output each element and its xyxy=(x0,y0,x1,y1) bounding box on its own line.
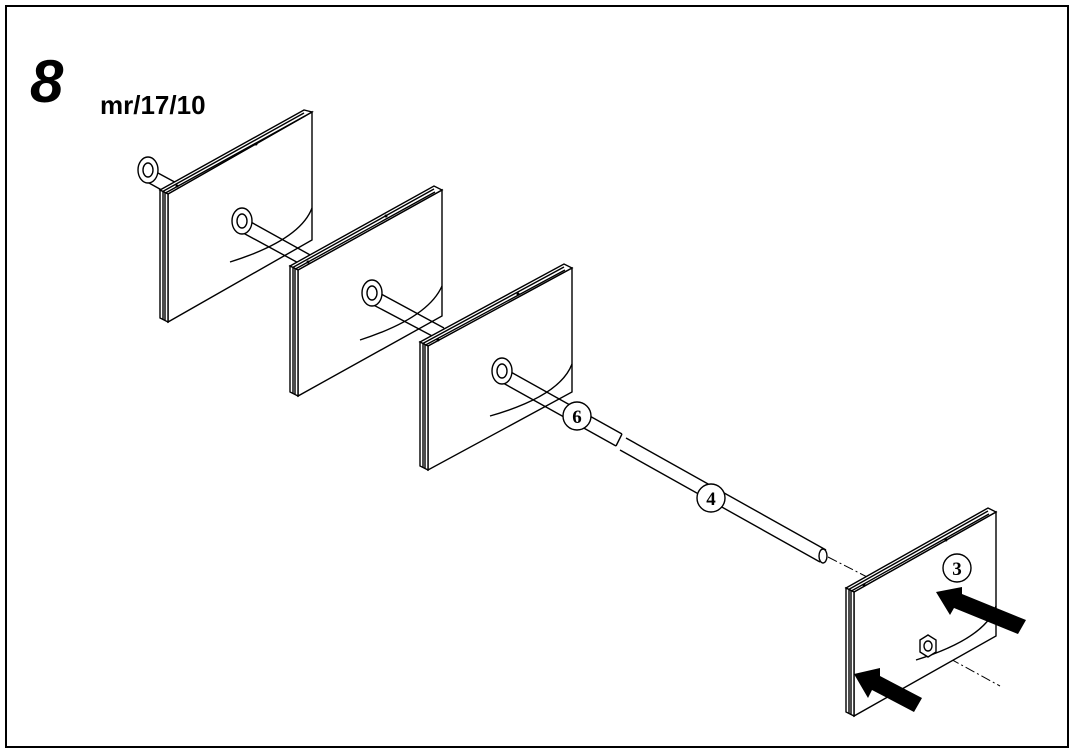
shaft-segment-1 xyxy=(231,207,313,267)
callout-3: 3 xyxy=(942,553,972,583)
callout-4: 4 xyxy=(696,483,726,513)
push-arrow-upper xyxy=(936,587,1026,634)
main-shaft xyxy=(491,357,828,564)
callout-6: 6 xyxy=(562,401,592,431)
step-number: 8 xyxy=(30,48,64,115)
callout-4-label: 4 xyxy=(706,489,716,510)
step-code: mr/17/10 xyxy=(100,90,206,120)
callout-6-label: 6 xyxy=(572,407,582,428)
shaft-segment-2 xyxy=(361,279,445,339)
bolt-nut xyxy=(919,634,937,658)
push-arrow-lower xyxy=(854,668,922,712)
callout-3-label: 3 xyxy=(952,559,962,580)
